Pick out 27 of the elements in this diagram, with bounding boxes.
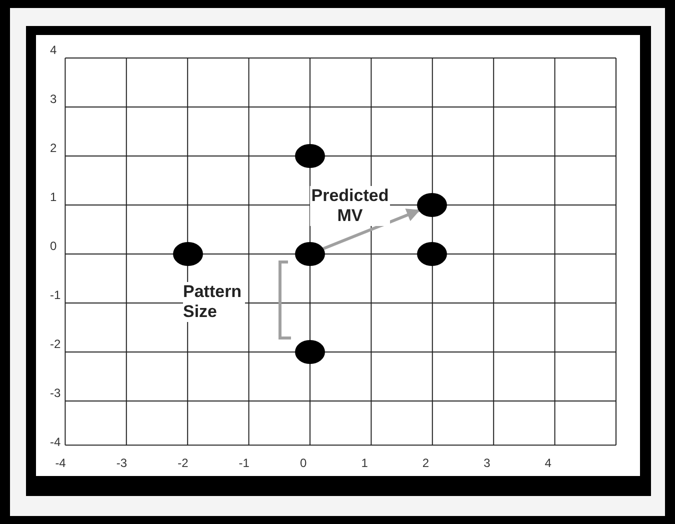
dot — [417, 193, 448, 217]
axis-tick-label: -1 — [50, 288, 61, 302]
edge-label: Predicted MV — [310, 186, 390, 226]
annotation-label: Pattern Size — [183, 282, 245, 322]
axis-tick-label: -4 — [55, 456, 66, 470]
axis-tick-label: 1 — [361, 456, 368, 470]
axis-tick-label: -1 — [238, 456, 250, 470]
axis-tick-label: 2 — [422, 456, 430, 470]
axis-tick-label: 2 — [50, 141, 57, 155]
dot — [295, 242, 325, 266]
axis-tick-label: -4 — [50, 435, 61, 449]
dot — [417, 242, 448, 266]
axis-tick-label: -2 — [178, 456, 188, 470]
dot — [295, 340, 325, 364]
axis-tick-label: 1 — [50, 190, 57, 204]
axis-tick-label: 4 — [544, 456, 552, 470]
axis-tick-label: -3 — [116, 456, 128, 470]
axis-tick-label: 4 — [50, 43, 57, 57]
dot — [172, 242, 203, 266]
axis-tick-label: -3 — [50, 386, 61, 400]
dot — [295, 144, 325, 168]
axis-tick-label: 3 — [484, 456, 490, 470]
axis-tick-label: -2 — [50, 337, 61, 351]
axis-tick-label: 3 — [50, 92, 57, 106]
axis-tick-label: 0 — [50, 239, 57, 253]
axis-tick-label: 0 — [300, 456, 307, 470]
arrow — [322, 208, 420, 250]
